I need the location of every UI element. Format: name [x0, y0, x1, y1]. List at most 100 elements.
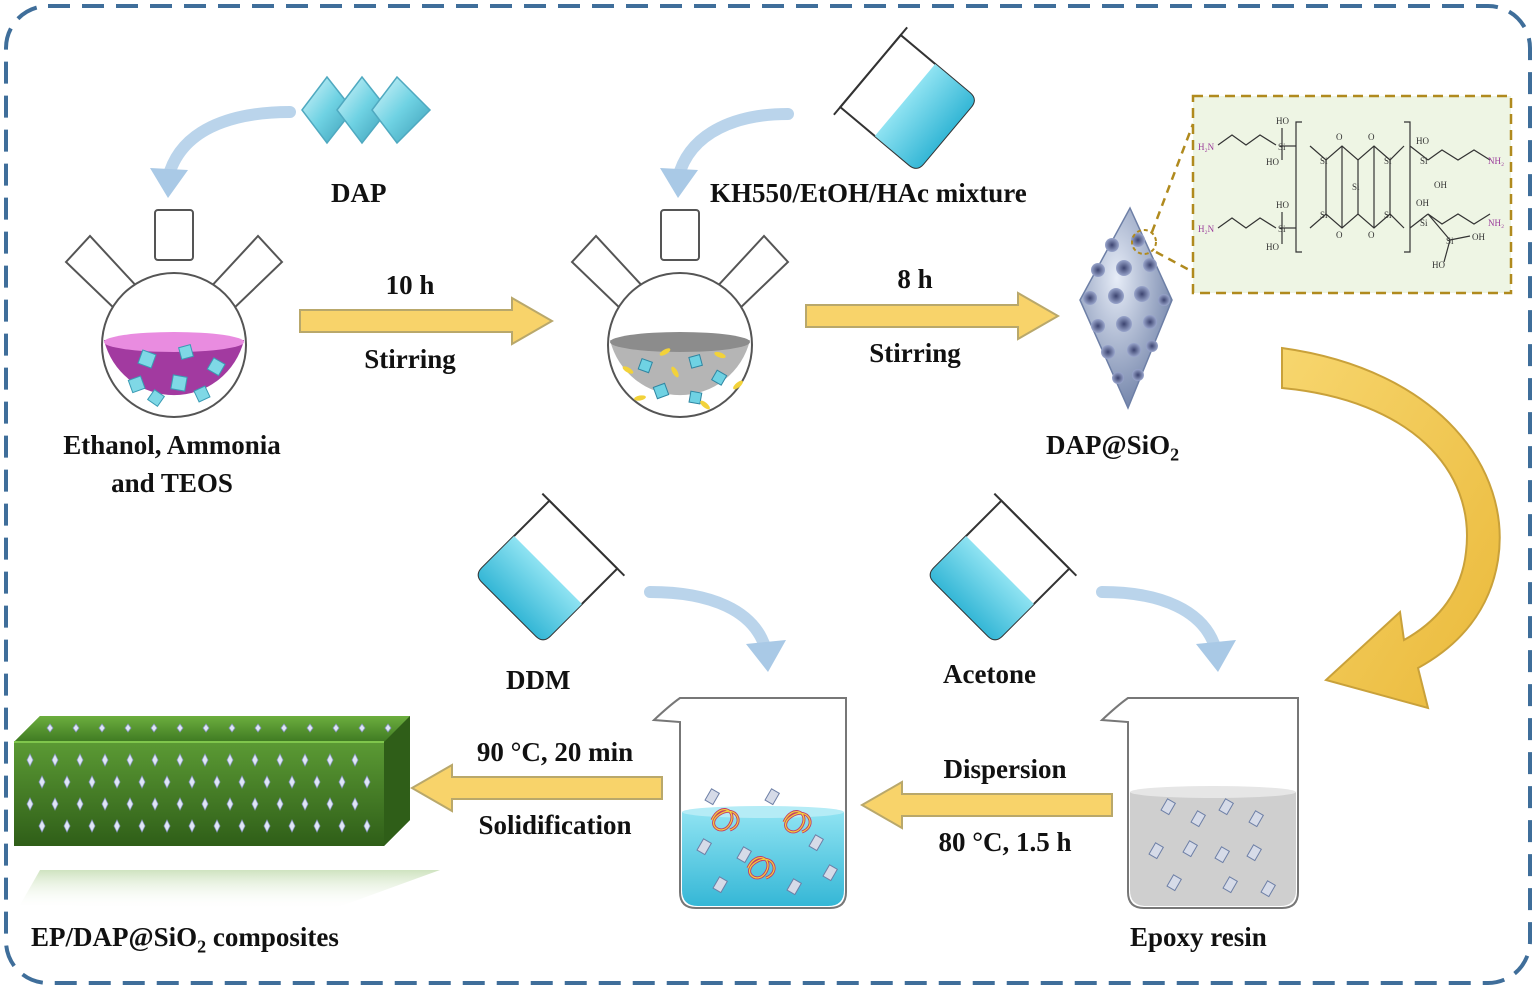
- composite-particle: [251, 753, 259, 767]
- composite-particle: [306, 723, 314, 733]
- composite-particle: [26, 797, 34, 811]
- arrow-3: [859, 780, 1113, 830]
- composite-particle: [202, 723, 210, 733]
- composite-particle: [98, 723, 106, 733]
- svg-text:HO: HO: [1416, 136, 1429, 146]
- composite-particle: [254, 723, 262, 733]
- svg-text:HO: HO: [1266, 157, 1279, 167]
- composite-particle: [163, 819, 171, 833]
- composite-particle: [72, 723, 80, 733]
- svg-text:OH: OH: [1416, 198, 1429, 208]
- svg-text:Si: Si: [1320, 210, 1328, 220]
- label-arrow1-action: Stirring: [364, 344, 456, 374]
- composite-particle: [238, 819, 246, 833]
- composite-particle: [76, 753, 84, 767]
- composite-particle: [226, 753, 234, 767]
- composite-particle: [280, 723, 288, 733]
- label-ethanol-line1: Ethanol, Ammonia: [63, 430, 281, 460]
- flask-1-surface: [104, 332, 244, 352]
- composite-particle: [326, 753, 334, 767]
- composite-particle: [46, 723, 54, 733]
- svg-text:Si: Si: [1446, 236, 1454, 246]
- composite-particle: [88, 819, 96, 833]
- svg-text:OH: OH: [1472, 232, 1485, 242]
- label-epoxy-resin: Epoxy resin: [1130, 922, 1267, 952]
- ddm-mixture-beaker-icon: [651, 697, 847, 909]
- composite-particle: [151, 797, 159, 811]
- flask-1-crystals: [127, 344, 226, 408]
- composite-particle: [226, 797, 234, 811]
- composite-particle: [76, 797, 84, 811]
- svg-text:NH₂: NH₂: [1488, 156, 1504, 166]
- label-dap: DAP: [331, 178, 387, 208]
- svg-text:HO: HO: [1432, 260, 1445, 270]
- svg-text:Si: Si: [1278, 224, 1286, 234]
- composite-particle: [163, 775, 171, 789]
- composite-particle: [113, 775, 121, 789]
- label-kh550: KH550/EtOH/HAc mixture: [710, 178, 1027, 208]
- label-ethanol-line2: and TEOS: [111, 468, 233, 498]
- composite-particle: [363, 819, 371, 833]
- composite-particle: [188, 819, 196, 833]
- composite-particle: [358, 723, 366, 733]
- porous-particle-icon: [1079, 206, 1173, 410]
- composite-particle: [288, 775, 296, 789]
- svg-text:HO: HO: [1266, 242, 1279, 252]
- composite-particle: [301, 797, 309, 811]
- svg-text:Si: Si: [1420, 218, 1428, 228]
- composite-particle: [332, 723, 340, 733]
- label-arrow2-time: 8 h: [897, 264, 933, 294]
- composite-particle: [151, 753, 159, 767]
- dap-crystal-icon: [301, 75, 432, 145]
- composite-particle: [201, 753, 209, 767]
- composite-particle: [213, 819, 221, 833]
- label-arrow1-time: 10 h: [385, 270, 435, 300]
- composite-particle: [263, 775, 271, 789]
- label-ddm: DDM: [506, 665, 571, 695]
- composite-particle: [188, 775, 196, 789]
- composite-particle: [101, 797, 109, 811]
- flask-2-particles: [622, 348, 743, 410]
- svg-text:Si: Si: [1420, 156, 1428, 166]
- composite-particle: [126, 797, 134, 811]
- composite-particle: [113, 819, 121, 833]
- arrow-2: [805, 291, 1061, 341]
- ddm-beaker-icon: [477, 492, 626, 641]
- composite-particle: [228, 723, 236, 733]
- zoom-line-top: [1150, 123, 1195, 233]
- svg-text:H₂N: H₂N: [1198, 224, 1215, 234]
- composite-particle: [263, 819, 271, 833]
- composite-particle: [276, 753, 284, 767]
- composite-particle: [313, 819, 321, 833]
- composite-particle: [124, 723, 132, 733]
- composite-particle: [138, 819, 146, 833]
- composite-particle: [101, 753, 109, 767]
- swoosh-arrow-dap: [150, 106, 296, 198]
- composite-particle: [51, 797, 59, 811]
- composite-particle: [88, 775, 96, 789]
- composite-particle: [38, 819, 46, 833]
- composite-particle: [384, 723, 392, 733]
- composite-particle: [301, 753, 309, 767]
- svg-text:O: O: [1368, 132, 1375, 142]
- composite-particle: [63, 819, 71, 833]
- composite-particle: [313, 775, 321, 789]
- composite-particle: [351, 797, 359, 811]
- svg-text:Si: Si: [1384, 156, 1392, 166]
- composite-particle: [213, 775, 221, 789]
- label-arrow4-action: Solidification: [478, 810, 632, 840]
- label-arrow2-action: Stirring: [869, 338, 961, 368]
- composite-particle: [51, 753, 59, 767]
- label-dap-sio2: DAP@SiO2: [1046, 430, 1180, 465]
- composite-particle: [338, 819, 346, 833]
- composite-particle: [351, 753, 359, 767]
- label-arrow3-condition: 80 °C, 1.5 h: [938, 827, 1072, 857]
- swoosh-arrow-acetone: [1096, 586, 1236, 672]
- composite-particle: [176, 797, 184, 811]
- curved-arrow: [1281, 346, 1501, 710]
- svg-text:H₂N: H₂N: [1198, 142, 1215, 152]
- composite-block-icon: [14, 716, 440, 910]
- arrow-1: [299, 296, 555, 346]
- svg-text:OH: OH: [1434, 180, 1447, 190]
